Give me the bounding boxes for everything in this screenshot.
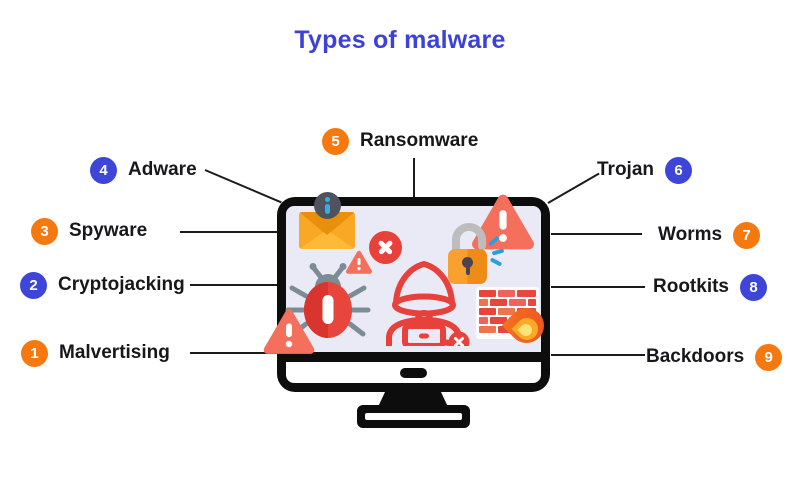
malware-name: Adware [128, 159, 197, 180]
number-badge: 3 [31, 217, 58, 245]
number-badge: 8 [740, 273, 767, 301]
bug-icon [285, 263, 371, 338]
label-row-adware: 4 Adware [90, 156, 197, 184]
envelope-flap [299, 212, 355, 235]
malware-name: Malvertising [59, 342, 170, 363]
monitor-stand-neck [378, 392, 448, 407]
label-row-rootkits: Rootkits 8 [653, 273, 767, 301]
info-icon [314, 192, 341, 219]
leader-line-backdoors [551, 354, 645, 356]
leader-line-cryptojacking [190, 284, 278, 286]
malware-name: Trojan [597, 159, 655, 180]
monitor-stand-base [357, 405, 470, 428]
malware-name: Cryptojacking [58, 274, 185, 295]
open-padlock-icon [448, 249, 487, 284]
malware-name: Backdoors [646, 346, 745, 367]
leader-line-spyware [180, 231, 278, 233]
fire-icon [501, 299, 552, 351]
hacker-icon [386, 261, 470, 346]
leader-line-ransomware [413, 158, 415, 199]
number-badge: 5 [322, 127, 349, 155]
page-title: Types of malware [294, 26, 506, 54]
number-badge: 1 [21, 339, 48, 367]
warning-triangle-small-icon [346, 250, 372, 274]
malware-name: Spyware [69, 220, 148, 241]
warning-triangle-left-icon [263, 309, 315, 354]
label-row-malvertising: 1 Malvertising [21, 339, 170, 367]
label-row-backdoors: Backdoors 9 [646, 343, 783, 371]
number-badge: 7 [733, 221, 761, 249]
label-row-cryptojacking: 2 Cryptojacking [20, 271, 185, 299]
error-x-icon [369, 231, 402, 264]
number-badge: 4 [90, 156, 117, 184]
malware-name: Ransomware [360, 130, 479, 151]
label-row-ransomware: 5 Ransomware [322, 127, 478, 155]
monitor-chin [286, 362, 541, 383]
label-row-worms: Worms 7 [658, 221, 761, 249]
leader-line-adware [204, 169, 282, 204]
malware-name: Rootkits [653, 276, 729, 297]
warning-triangle-large-icon [472, 194, 534, 250]
number-badge: 2 [20, 271, 47, 299]
leader-line-worms [551, 233, 642, 235]
label-row-trojan: Trojan 6 [597, 156, 693, 184]
monitor-button [400, 367, 427, 378]
leader-line-rootkits [551, 286, 645, 288]
number-badge: 6 [665, 156, 693, 184]
leader-line-malvertising [190, 352, 277, 354]
padlock-shackle [451, 223, 486, 256]
monitor-stand-slot [365, 413, 462, 420]
malware-name: Worms [658, 224, 723, 245]
number-badge: 9 [755, 343, 783, 371]
leader-line-trojan [547, 172, 600, 204]
label-row-spyware: 3 Spyware [31, 217, 147, 245]
